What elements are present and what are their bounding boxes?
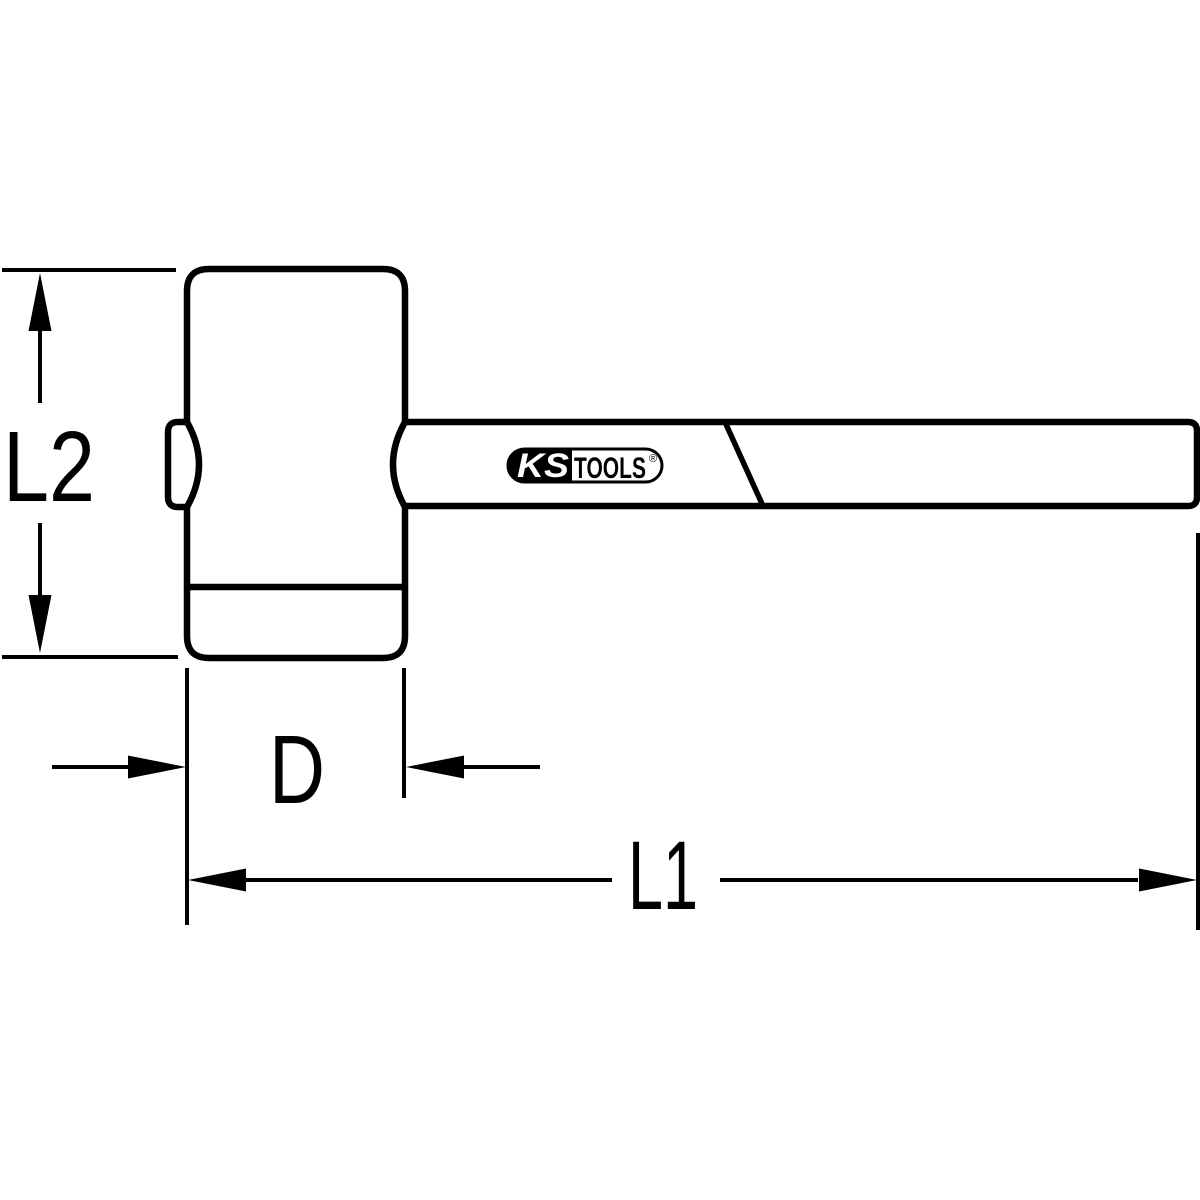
handle-diagonal-break-line <box>722 419 766 509</box>
dimension-l1: L1 <box>188 533 1200 930</box>
dimension-d: D <box>52 668 540 925</box>
l2-label: L2 <box>3 411 95 523</box>
l2-arrowhead-up <box>28 273 52 331</box>
d-arrowhead-right <box>406 755 464 779</box>
hammer-face-tab <box>164 418 191 511</box>
l1-label: L1 <box>628 821 698 930</box>
d-label: D <box>269 715 325 824</box>
l1-arrowhead-left <box>188 868 246 892</box>
logo-text-tools: TOOLS <box>574 452 646 485</box>
logo-registered-icon: ® <box>649 453 657 465</box>
dimension-l2: L2 <box>2 268 178 659</box>
logo-text-ks: KS <box>517 447 569 485</box>
hammer-handle-outline <box>401 418 1200 510</box>
d-arrowhead-left <box>128 755 186 779</box>
logo-left-black-segment <box>508 449 572 482</box>
brand-logo: KS TOOLS ® <box>506 447 664 485</box>
hammer-head-outline <box>183 265 409 662</box>
hammer-outline <box>164 265 1200 662</box>
l2-arrowhead-down <box>28 595 52 653</box>
l1-arrowhead-right <box>1139 868 1197 892</box>
